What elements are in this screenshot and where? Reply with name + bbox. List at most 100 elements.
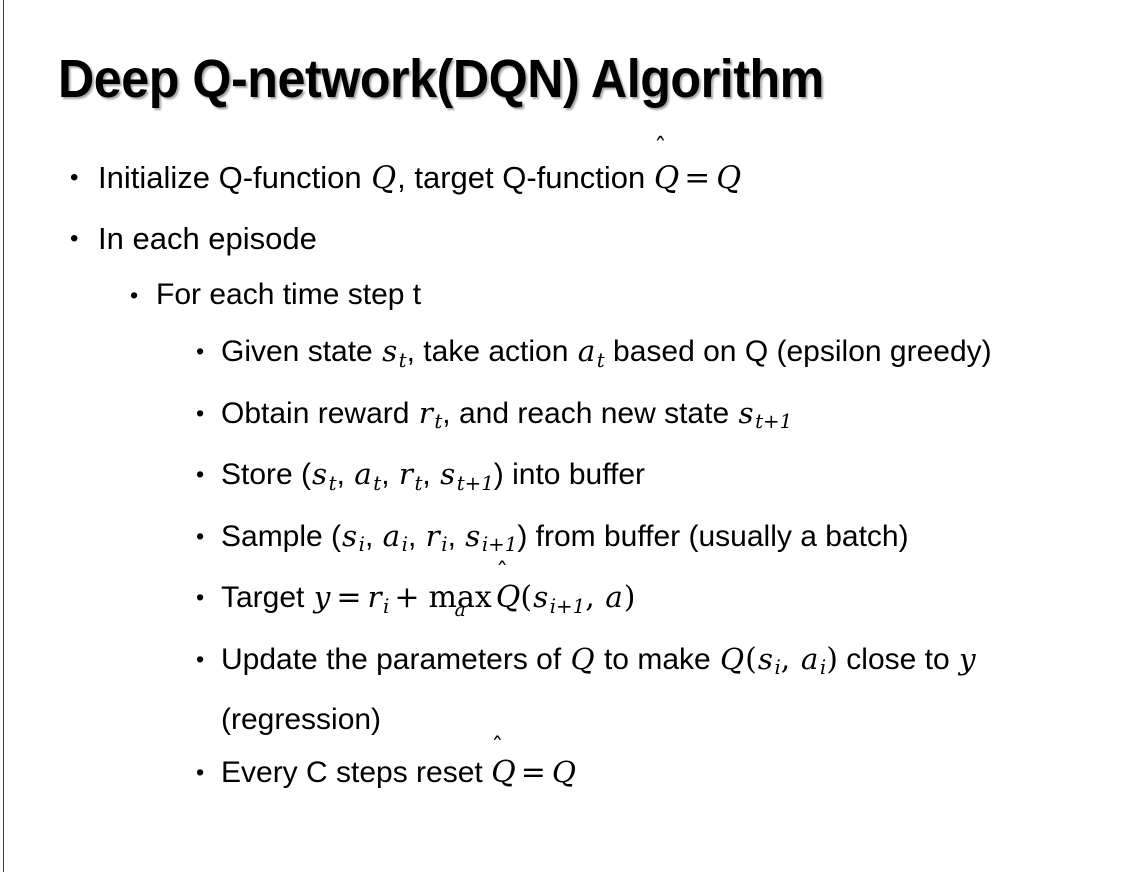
bullet-glyph: • bbox=[196, 461, 205, 488]
math-var-q-hat: Q̂ bbox=[495, 580, 521, 616]
math-var-s: s bbox=[757, 641, 773, 676]
math-sub-t-plus-1: t+1 bbox=[456, 471, 494, 495]
math-sub-t: t bbox=[414, 471, 423, 495]
text-run: based on Q (epsilon greedy) bbox=[604, 335, 992, 368]
math-sub-t-plus-1: t+1 bbox=[755, 410, 793, 434]
math-equals: = bbox=[684, 160, 711, 196]
bullet-glyph: • bbox=[70, 225, 79, 252]
bullet-list: • Initialize Q-function Q, target Q-func… bbox=[0, 148, 1124, 799]
bullet-item-obtain-reward: • Obtain reward rt, and reach new state … bbox=[0, 387, 1124, 449]
text-run: to make bbox=[595, 642, 720, 676]
math-var-q-hat: Q̂ bbox=[653, 160, 680, 196]
math-sub-t: t bbox=[434, 410, 443, 434]
math-sub-i: i bbox=[819, 656, 827, 680]
text-run: Obtain reward bbox=[221, 396, 418, 430]
bullet-item-store-transition-text: Store (st, at, rt, st+1) into buffer bbox=[221, 448, 1094, 510]
text-run: , target Q-function bbox=[397, 160, 654, 195]
text-run: , bbox=[422, 458, 440, 492]
math-var-r: r bbox=[367, 580, 382, 615]
math-sub-t: t bbox=[398, 348, 407, 372]
math-sub-i: i bbox=[383, 594, 390, 618]
bullet-glyph: • bbox=[196, 645, 205, 672]
text-run: , and reach new state bbox=[442, 396, 738, 430]
math-var-a: a bbox=[577, 334, 596, 368]
math-sub-t: t bbox=[328, 471, 337, 495]
bullet-item-update-parameters: • Update the parameters of Q to make Q(s… bbox=[0, 633, 1124, 747]
math-equals: = bbox=[336, 580, 362, 616]
math-sub-i-plus-1: i+1 bbox=[549, 594, 586, 618]
text-run: Target bbox=[221, 581, 313, 615]
math-var-s-next: s bbox=[465, 518, 481, 553]
math-var-a: a bbox=[354, 457, 372, 492]
math-var-q: Q bbox=[551, 755, 576, 790]
bullet-item-each-time-step: • For each time step t bbox=[0, 269, 1124, 321]
math-var-r: r bbox=[418, 395, 433, 430]
math-var-q: Q bbox=[371, 161, 397, 196]
math-sub-t: t bbox=[373, 471, 382, 495]
math-var-q2: Q bbox=[720, 641, 745, 676]
bullet-item-store-transition: • Store (st, at, rt, st+1) into buffer bbox=[0, 448, 1124, 510]
math-var-q: Q bbox=[570, 641, 595, 676]
math-max-label: max bbox=[428, 580, 492, 616]
math-var-a: a bbox=[800, 641, 819, 676]
math-sub-i: i bbox=[401, 533, 408, 557]
text-run: Given state bbox=[221, 335, 382, 368]
page-title: Deep Q-network(DQN) Algorithm bbox=[58, 49, 824, 109]
math-var-a: a bbox=[605, 580, 623, 615]
text-run: , bbox=[336, 458, 354, 492]
math-var-a: a bbox=[382, 518, 401, 553]
bullet-item-each-episode: • In each episode bbox=[0, 209, 1124, 269]
bullet-item-initialize-text: Initialize Q-function Q, target Q-functi… bbox=[98, 148, 1124, 209]
bullet-item-reset-target-text: Every C steps reset Q̂=Q bbox=[221, 746, 1094, 799]
math-var-y: y bbox=[313, 580, 331, 615]
math-var-y: y bbox=[959, 641, 976, 676]
bullet-item-reset-target: • Every C steps reset Q̂=Q bbox=[0, 746, 1124, 799]
text-run: Store ( bbox=[221, 458, 312, 492]
math-paren-open: ( bbox=[520, 580, 533, 616]
bullet-glyph: • bbox=[196, 522, 205, 549]
math-sub-i: i bbox=[441, 533, 448, 557]
text-run: , bbox=[447, 519, 465, 553]
math-comma: , bbox=[585, 580, 605, 616]
math-max-subscript: a bbox=[454, 600, 466, 622]
math-var-r: r bbox=[398, 457, 413, 492]
text-run: , bbox=[364, 519, 382, 553]
bullet-glyph: • bbox=[196, 338, 205, 364]
math-paren-close: ) bbox=[623, 580, 636, 616]
math-equals: = bbox=[520, 755, 546, 791]
math-sub-i: i bbox=[774, 656, 781, 680]
bullet-glyph: • bbox=[70, 164, 79, 191]
bullet-item-update-parameters-text: Update the parameters of Q to make Q(si,… bbox=[221, 633, 1094, 747]
text-run: close to bbox=[837, 642, 958, 676]
text-run: ) into buffer bbox=[493, 458, 645, 492]
bullet-glyph: • bbox=[196, 759, 205, 786]
text-run: Sample ( bbox=[221, 519, 342, 553]
bullet-glyph: • bbox=[196, 399, 205, 426]
math-var-q-hat: Q̂ bbox=[491, 755, 516, 791]
math-sub-i-plus-1: i+1 bbox=[481, 533, 518, 557]
math-var-r: r bbox=[425, 518, 440, 553]
math-var-s-next: s bbox=[440, 457, 456, 492]
bullet-item-sample-batch-text: Sample (si, ai, ri, si+1) from buffer (u… bbox=[221, 510, 1094, 572]
math-sub-i: i bbox=[358, 533, 365, 557]
text-run: Every C steps reset bbox=[221, 756, 492, 790]
math-sub-t: t bbox=[596, 348, 605, 372]
text-run: (regression) bbox=[221, 703, 382, 737]
math-var-s: s bbox=[533, 580, 549, 615]
bullet-item-each-time-step-text: For each time step t bbox=[156, 278, 422, 311]
text-run: ) from buffer (usually a batch) bbox=[517, 519, 909, 553]
math-paren-open: ( bbox=[745, 641, 757, 677]
math-var-s: s bbox=[342, 518, 358, 553]
text-run: Update the parameters of bbox=[221, 642, 570, 676]
bullet-item-sample-batch: • Sample (si, ai, ri, si+1) from buffer … bbox=[0, 510, 1124, 572]
math-var-q2: Q bbox=[716, 161, 742, 196]
math-plus: + bbox=[394, 580, 420, 616]
math-paren-close: ) bbox=[826, 641, 838, 677]
bullet-item-each-episode-text: In each episode bbox=[98, 221, 317, 256]
math-comma: , bbox=[780, 641, 800, 677]
bullet-glyph: • bbox=[130, 282, 139, 308]
text-run: , take action bbox=[406, 335, 577, 368]
